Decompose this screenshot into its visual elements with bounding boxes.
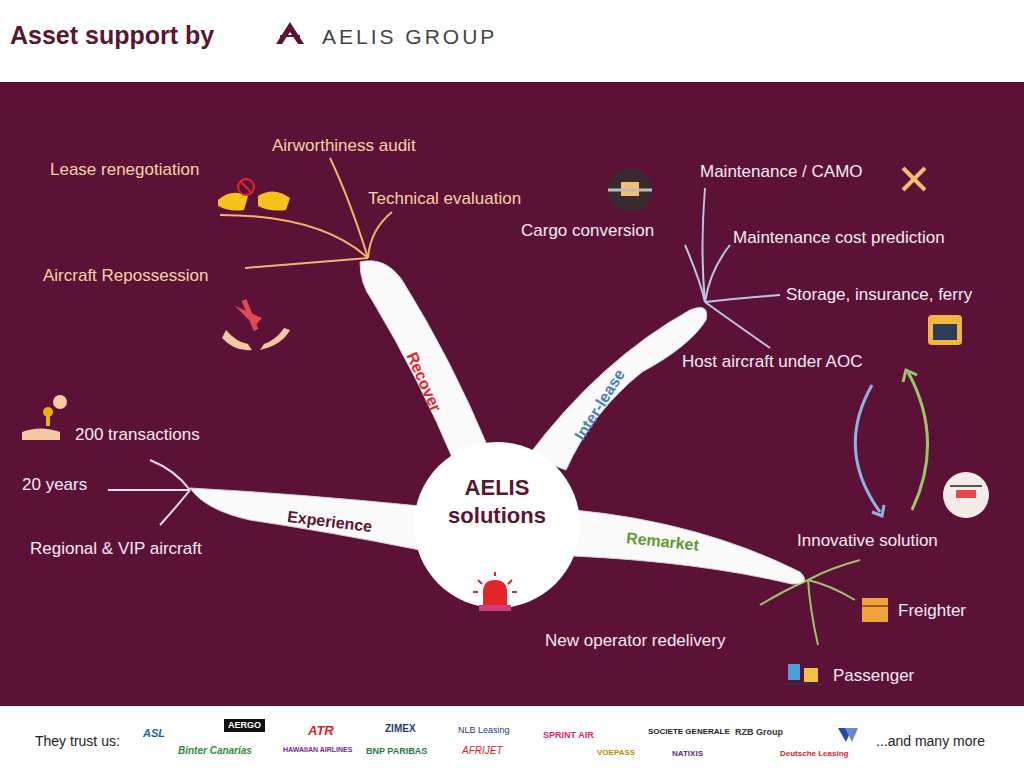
- service-item: Airworthiness audit: [272, 136, 416, 156]
- experience-fan: [108, 460, 190, 525]
- service-item: Passenger: [833, 666, 914, 686]
- client-logo: VOEPASS: [597, 748, 635, 758]
- experience-petal: Experience: [185, 482, 425, 554]
- brand-name: AELIS GROUP: [322, 24, 497, 49]
- client-logo: Deutsche Leasing: [780, 749, 848, 759]
- service-item: Host aircraft under AOC: [682, 352, 862, 372]
- client-logo: SOCIETE GENERALE: [648, 727, 730, 737]
- header-logo: [276, 22, 304, 44]
- service-item: Maintenance / CAMO: [700, 162, 863, 182]
- service-item: 20 years: [22, 475, 87, 495]
- client-logo: NATIXIS: [672, 749, 703, 759]
- cycle-arrows: [855, 370, 927, 516]
- recover-fan: [220, 158, 392, 268]
- client-logo: AFRIJET: [462, 745, 503, 757]
- service-item: 200 transactions: [75, 425, 200, 445]
- client-logo: ASL: [143, 727, 165, 740]
- client-logo: BNP PARIBAS: [366, 746, 427, 757]
- service-item: Lease renegotiation: [50, 160, 199, 180]
- service-item: Aircraft Repossession: [43, 266, 208, 286]
- client-logo: NLB Leasing: [458, 725, 510, 736]
- service-item: Technical evaluation: [368, 189, 521, 209]
- client-logo: SPRINT AIR: [543, 730, 594, 741]
- client-logo: ZIMEX: [385, 723, 416, 735]
- client-logo: ATR: [308, 723, 334, 739]
- client-logo: Binter Canarias: [178, 745, 252, 757]
- service-item: Innovative solution: [797, 531, 938, 551]
- footer-note: ...and many more: [876, 733, 985, 750]
- service-item: Freighter: [898, 601, 966, 621]
- service-item: Storage, insurance, ferry: [786, 285, 972, 305]
- icons: [22, 168, 989, 742]
- service-item: Regional & VIP aircraft: [30, 539, 202, 559]
- service-item: Cargo conversion: [521, 221, 654, 241]
- client-logo: HAWAIIAN AIRLINES: [283, 746, 352, 754]
- interlease-petal: Inter-lease: [525, 300, 715, 475]
- remarket-petal: Remarket: [570, 505, 815, 590]
- center-text: AELIS solutions: [432, 474, 562, 529]
- recover-petal: Recover: [350, 252, 495, 467]
- alarm-icon: [470, 570, 520, 614]
- footer-note: They trust us:: [35, 733, 120, 750]
- client-logo: AERGO: [224, 719, 265, 732]
- service-item: Maintenance cost prediction: [733, 228, 945, 248]
- service-item: New operator redelivery: [545, 631, 725, 651]
- client-logo: RZB Group: [735, 727, 783, 738]
- page-title: Asset support by: [10, 20, 214, 50]
